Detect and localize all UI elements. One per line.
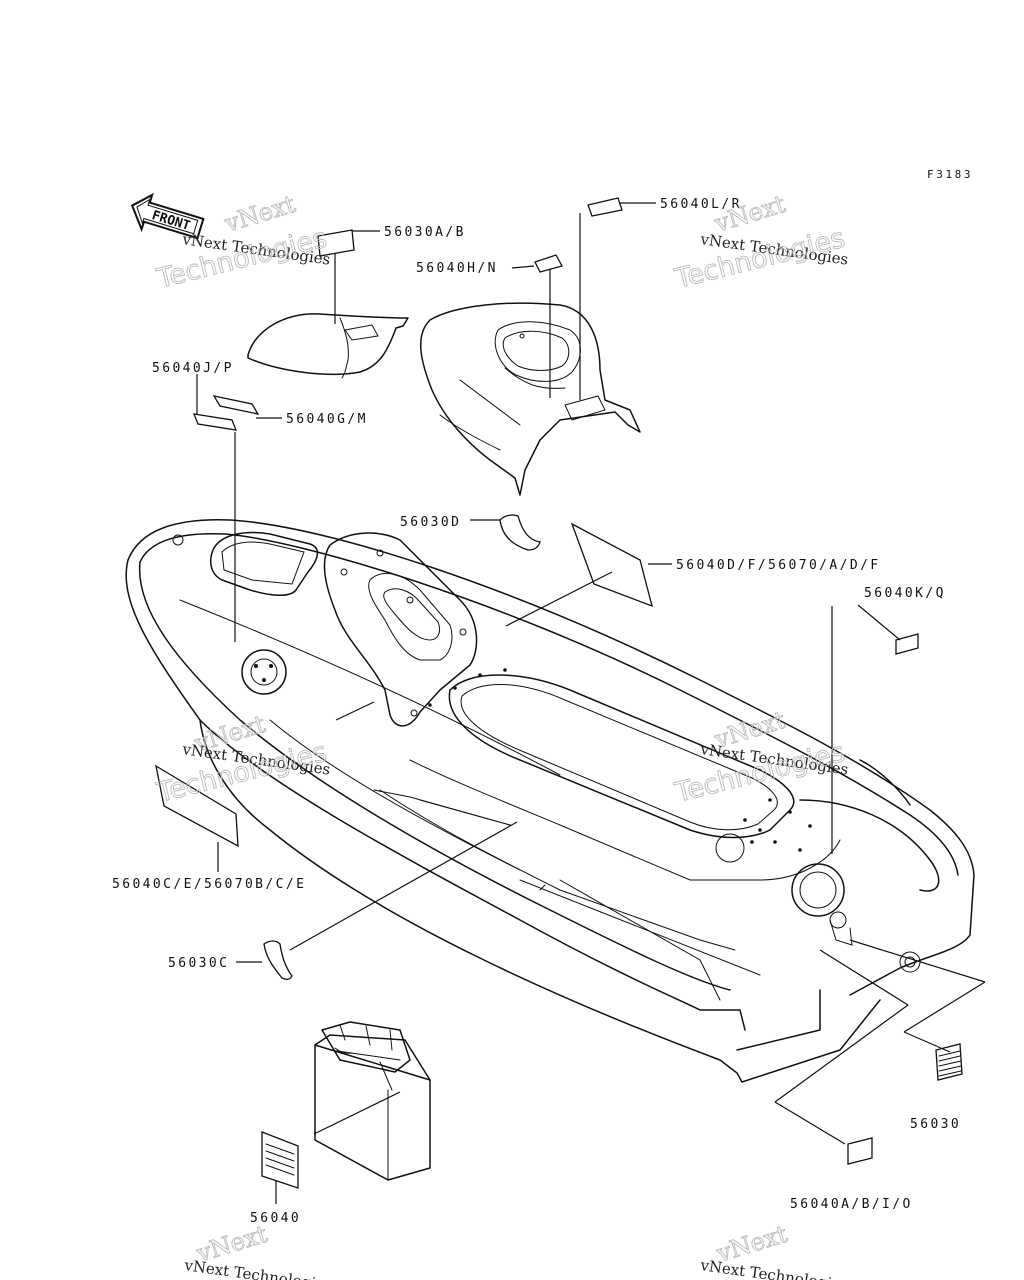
decal-56040ce [155, 764, 239, 848]
svg-text:vNext Technologies: vNext Technologies [182, 1256, 333, 1280]
figure-code: F3183 [927, 168, 973, 181]
stern-bolt-pattern [428, 668, 812, 852]
watermark-bottom-left: vNext vNext Technologies [182, 1219, 333, 1280]
seat-part [419, 302, 641, 496]
decal-56040jp [192, 413, 238, 431]
callout-56030d: 56030D [400, 515, 461, 530]
decal-56040kq [895, 633, 919, 655]
decal-56040df [570, 522, 653, 608]
callout-56030ab: 56030A/B [384, 225, 466, 240]
decal-56040-battery [261, 1131, 299, 1189]
decal-56040hn [534, 254, 563, 273]
decal-56030d [499, 514, 541, 551]
watermark-mid-left: vNext vNext Technologies Technologies [153, 709, 332, 809]
svg-text:Technologies: Technologies [671, 223, 848, 295]
callout-56040hn: 56040H/N [416, 261, 498, 276]
watermark-top-left: vNext vNext Technologies Technologies [153, 189, 332, 295]
svg-text:vNext Technologies: vNext Technologies [698, 1256, 849, 1280]
battery-part [314, 1021, 431, 1181]
callout-56040df: 56040D/F/56070/A/D/F [676, 558, 881, 573]
hull-body [125, 519, 975, 1083]
decal-56030c [263, 940, 293, 980]
decal-56030ab [317, 229, 355, 257]
callout-56040gm: 56040G/M [286, 412, 368, 427]
leader-lines [196, 202, 986, 1204]
callout-56040: 56040 [250, 1211, 301, 1226]
callout-56040ce: 56040C/E/56070B/C/E [112, 877, 306, 892]
decal-56030-grille [935, 1043, 963, 1081]
callout-56030c: 56030C [168, 956, 229, 971]
callout-56040kq: 56040K/Q [864, 586, 946, 601]
callout-56040lr: 56040L/R [660, 197, 742, 212]
front-arrow-icon: FRONT [130, 192, 205, 240]
callout-labels: 56030A/B 56040L/R 56040H/N 56040J/P 5604… [112, 197, 961, 1226]
watermark-mid-right: vNext vNext Technologies Technologies [671, 705, 850, 809]
decal-56040abio [847, 1137, 873, 1165]
decal-56040gm [212, 395, 260, 415]
callout-56030: 56030 [910, 1117, 961, 1132]
watermark-bottom-right: vNext vNext Technologies [698, 1219, 849, 1280]
decal-56040lr [587, 197, 623, 217]
callout-56040abio: 56040A/B/I/O [790, 1197, 913, 1212]
hood-cover-part [247, 313, 409, 379]
callout-56040jp: 56040J/P [152, 361, 234, 376]
